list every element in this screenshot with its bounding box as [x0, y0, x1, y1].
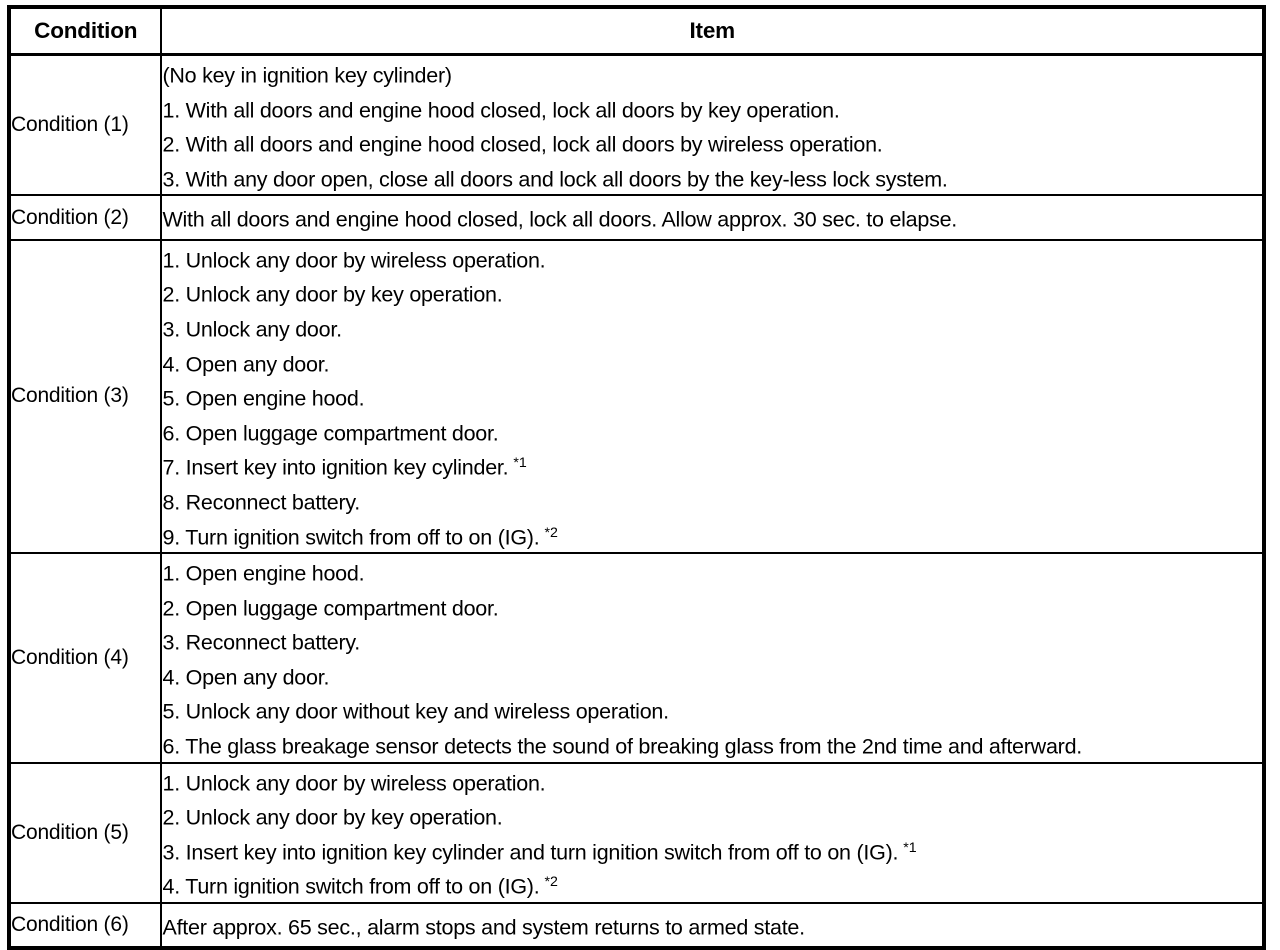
item-line: 3. With any door open, close all doors a…: [162, 160, 1262, 195]
item-text: 1. Open engine hood.: [162, 561, 365, 586]
item-content: 1. Unlock any door by wireless operation…: [160, 238, 1265, 555]
item-text: 5. Unlock any door without key and wirel…: [162, 699, 669, 724]
condition-label: Condition (5): [7, 761, 163, 904]
item-text: 1. Unlock any door by wireless operation…: [162, 770, 546, 795]
item-content: (No key in ignition key cylinder) 1. Wit…: [160, 53, 1265, 197]
condition-item-table: Condition Item Condition (1) (No key in …: [7, 5, 1266, 950]
item-line: 2. Open luggage compartment door.: [162, 589, 1262, 624]
item-text: 7. Insert key into ignition key cylinder…: [162, 455, 509, 480]
item-text: 2. Open luggage compartment door.: [162, 596, 499, 621]
table-row: Condition (4) 1. Open engine hood. 2. Op…: [7, 552, 1265, 764]
item-line: 1. Unlock any door by wireless operation…: [162, 764, 1262, 799]
item-text: 5. Open engine hood.: [162, 386, 365, 411]
table-row: Condition (3) 1. Unlock any door by wire…: [7, 238, 1265, 555]
item-line: After approx. 65 sec., alarm stops and s…: [162, 908, 1262, 943]
item-text: 4. Open any door.: [162, 665, 330, 690]
item-line: With all doors and engine hood closed, l…: [162, 200, 1262, 235]
item-line: 6. Open luggage compartment door.: [162, 414, 1262, 449]
item-text: 4. Turn ignition switch from off to on (…: [162, 874, 540, 899]
item-line: 2. Unlock any door by key operation.: [162, 798, 1262, 833]
item-text: 3. Insert key into ignition key cylinder…: [162, 840, 899, 865]
item-text: 3. Unlock any door.: [162, 317, 342, 342]
condition-label: Condition (6): [7, 901, 163, 950]
item-line: 2. Unlock any door by key operation.: [162, 275, 1262, 310]
item-line: 6. The glass breakage sensor detects the…: [162, 727, 1262, 762]
item-line: 2. With all doors and engine hood closed…: [162, 125, 1262, 160]
item-line: 4. Open any door.: [162, 345, 1262, 380]
item-text: 1. Unlock any door by wireless operation…: [162, 248, 546, 273]
item-line: 9. Turn ignition switch from off to on (…: [162, 518, 1262, 553]
item-text: 9. Turn ignition switch from off to on (…: [162, 524, 540, 549]
item-content: 1. Open engine hood. 2. Open luggage com…: [160, 552, 1265, 764]
item-line: 3. Unlock any door.: [162, 310, 1262, 345]
condition-label: Condition (4): [7, 552, 163, 764]
item-line: 1. With all doors and engine hood closed…: [162, 91, 1262, 126]
item-content: After approx. 65 sec., alarm stops and s…: [160, 901, 1265, 950]
item-text: 3. Reconnect battery.: [162, 630, 361, 655]
footnote-marker: *2: [544, 524, 558, 541]
condition-label: Condition (3): [7, 238, 163, 555]
item-text: 2. Unlock any door by key operation.: [162, 805, 503, 830]
column-header-condition: Condition: [7, 6, 163, 56]
item-line: 1. Unlock any door by wireless operation…: [162, 241, 1262, 276]
footnote-marker: *1: [513, 455, 527, 472]
item-line: 3. Insert key into ignition key cylinder…: [162, 833, 1262, 868]
condition-label: Condition (2): [7, 194, 163, 241]
item-content: With all doors and engine hood closed, l…: [160, 194, 1265, 241]
table-row: Condition (1) (No key in ignition key cy…: [7, 53, 1265, 197]
item-text: 1. With all doors and engine hood closed…: [162, 97, 840, 122]
footnote-marker: *1: [903, 839, 917, 856]
item-line: 4. Open any door.: [162, 658, 1262, 693]
item-text: With all doors and engine hood closed, l…: [162, 207, 958, 232]
column-header-item: Item: [160, 6, 1265, 56]
item-line: 5. Unlock any door without key and wirel…: [162, 692, 1262, 727]
table-row: Condition (6) After approx. 65 sec., ala…: [7, 901, 1265, 950]
table-row: Condition (2) With all doors and engine …: [7, 194, 1265, 241]
page-canvas: Condition Item Condition (1) (No key in …: [7, 5, 1266, 950]
item-content: 1. Unlock any door by wireless operation…: [160, 761, 1265, 904]
item-text: 3. With any door open, close all doors a…: [162, 167, 948, 192]
item-line: 4. Turn ignition switch from off to on (…: [162, 867, 1262, 902]
condition-label: Condition (1): [7, 53, 163, 197]
item-text: 2. With all doors and engine hood closed…: [162, 132, 883, 157]
table-header: Condition Item: [7, 6, 1265, 56]
item-line: 5. Open engine hood.: [162, 379, 1262, 414]
item-text: 8. Reconnect battery.: [162, 490, 361, 515]
item-text: 4. Open any door.: [162, 352, 330, 376]
item-line: 1. Open engine hood.: [162, 554, 1262, 589]
item-text: 6. The glass breakage sensor detects the…: [162, 734, 1082, 759]
table-body: Condition (1) (No key in ignition key cy…: [7, 53, 1265, 950]
item-line: 8. Reconnect battery.: [162, 483, 1262, 518]
item-line: 3. Reconnect battery.: [162, 623, 1262, 658]
item-text: 2. Unlock any door by key operation.: [162, 282, 503, 307]
item-line: (No key in ignition key cylinder): [162, 56, 1262, 91]
item-text: (No key in ignition key cylinder): [162, 63, 452, 88]
table-row: Condition (5) 1. Unlock any door by wire…: [7, 761, 1265, 904]
header-row: Condition Item: [7, 6, 1265, 56]
item-text: After approx. 65 sec., alarm stops and s…: [162, 915, 805, 940]
item-text: 6. Open luggage compartment door.: [162, 421, 499, 446]
footnote-marker: *2: [544, 874, 558, 891]
item-line: 7. Insert key into ignition key cylinder…: [162, 448, 1262, 483]
